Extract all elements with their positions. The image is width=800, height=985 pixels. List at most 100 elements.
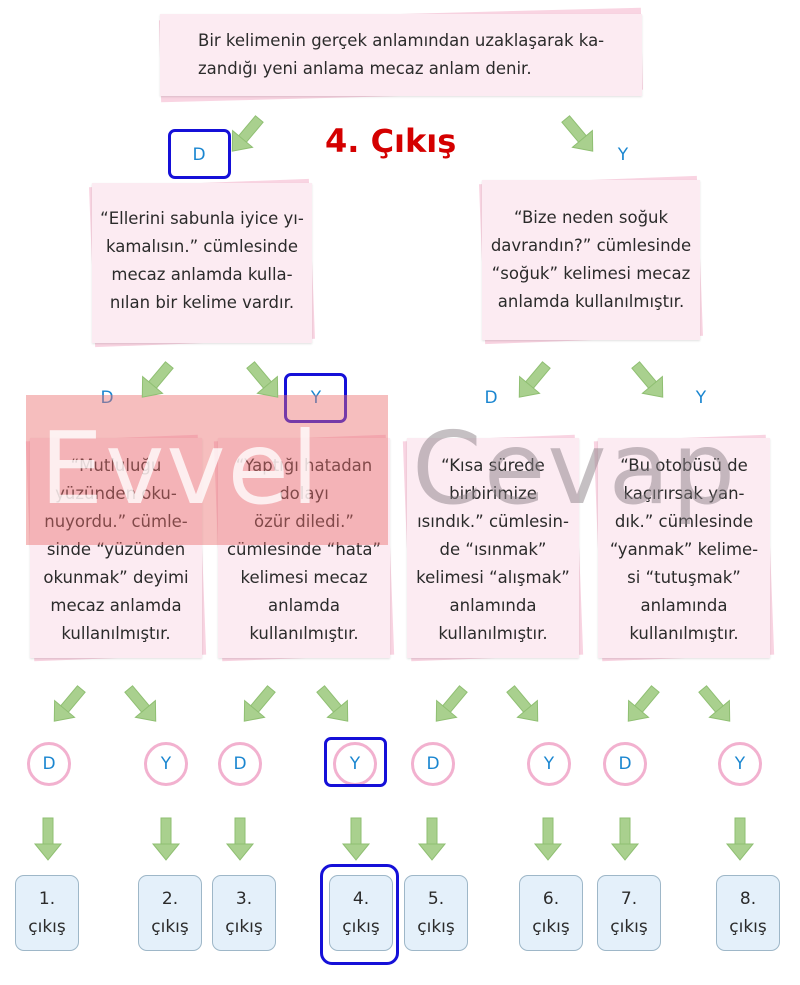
level2-card-1: “Mutluluğu yüzünden oku- nuyordu.” cümle… <box>25 434 207 662</box>
watermark-right: Cevap <box>412 410 738 527</box>
exit-label: çıkış <box>417 917 455 937</box>
answer-circle-5: D <box>411 742 455 786</box>
level1-label-d: D <box>192 145 206 165</box>
card-line: sinde “yüzünden <box>46 540 186 559</box>
arrow-down-icon <box>726 817 754 861</box>
card-line: si “tutuşmak” <box>627 568 741 587</box>
exit-box-1: 1. çıkış <box>15 875 79 951</box>
card-line: “Bu otobüsü de <box>620 456 748 475</box>
answer-circle-3: D <box>218 742 262 786</box>
arrow-down-icon <box>226 817 254 861</box>
arrow-down-icon <box>152 817 180 861</box>
card-line: “yanmak” kelime- <box>609 540 759 559</box>
exit-number: 5. <box>427 889 445 909</box>
card-line: nuyordu.” cümle- <box>44 512 188 531</box>
card-line: kullanılmıştır. <box>438 624 548 643</box>
arrow-icon <box>617 680 666 731</box>
level2-label-3: D <box>484 388 498 408</box>
exit-label: çıkış <box>225 917 263 937</box>
card-line: kelimesi mecaz <box>240 568 368 587</box>
watermark-band <box>26 395 388 545</box>
card-line: özür diledi.” <box>254 512 354 531</box>
level1-label-y: Y <box>617 145 629 165</box>
card-line: de “ısınmak” <box>439 540 547 559</box>
arrow-icon <box>425 680 474 731</box>
definition-line-2: zandığı yeni anlama mecaz anlam denir. <box>198 59 532 78</box>
page-title: 4. Çıkış <box>325 122 457 160</box>
card-line: yüzünden oku- <box>55 484 177 503</box>
arrow-down-icon <box>611 817 639 861</box>
exit-label: çıkış <box>342 917 380 937</box>
card-line: anlamında <box>449 596 537 615</box>
exit-number: 8. <box>739 889 757 909</box>
exit-label: çıkış <box>729 917 767 937</box>
exit-label: çıkış <box>28 917 66 937</box>
arrow-icon <box>310 680 359 731</box>
exit-number: 1. <box>38 889 56 909</box>
exit-box-4: 4. çıkış <box>329 875 393 951</box>
level2-card-3: “Kısa sürede birbirimize ısındık.” cümle… <box>402 434 584 662</box>
arrow-icon <box>500 680 549 731</box>
arrow-icon <box>692 680 741 731</box>
exit-box-6: 6. çıkış <box>519 875 583 951</box>
answer-circle-7: D <box>603 742 647 786</box>
level2-card-4: “Bu otobüsü de kaçırırsak yan- dık.” cüm… <box>593 434 775 662</box>
exit-number: 4. <box>352 889 370 909</box>
arrow-down-icon <box>418 817 446 861</box>
highlight-box-level1-d <box>168 129 231 179</box>
level2-label-1: D <box>100 388 114 408</box>
answer-circle-1: D <box>27 742 71 786</box>
card-line: anlamında <box>640 596 728 615</box>
card-line: mecaz anlamda <box>50 596 182 615</box>
answer-circle-8: Y <box>718 742 762 786</box>
card-line: davrandın?” cümlesinde <box>490 236 692 255</box>
arrow-icon <box>43 680 92 731</box>
arrow-icon <box>233 680 282 731</box>
exit-box-8: 8. çıkış <box>716 875 780 951</box>
level2-label-2: Y <box>310 388 322 408</box>
card-line: kaçırırsak yan- <box>623 484 745 503</box>
level2-label-4: Y <box>695 388 707 408</box>
level2-card-2: “Yaptığı hatadan dolayı özür diledi.” cü… <box>213 434 395 662</box>
level1-right-card: “Bize neden soğuk davrandın?” cümlesinde… <box>479 175 703 345</box>
answer-circle-4: Y <box>333 742 377 786</box>
card-line: “Kısa sürede <box>441 456 545 475</box>
exit-number: 7. <box>620 889 638 909</box>
card-line: “Bize neden soğuk <box>513 208 669 227</box>
exit-number: 3. <box>235 889 253 909</box>
card-line: kelimesi “alışmak” <box>416 568 570 587</box>
card-line: kamalısın.” cümlesinde <box>105 237 298 256</box>
highlight-box-exit-4 <box>320 864 399 965</box>
card-line: mecaz anlamda kulla- <box>111 265 293 284</box>
exit-label: çıkış <box>151 917 189 937</box>
exit-number: 6. <box>542 889 560 909</box>
card-line: dolayı <box>279 484 329 503</box>
card-line: nılan bir kelime vardır. <box>109 293 295 312</box>
arrow-icon <box>625 356 674 407</box>
answer-circle-2: Y <box>144 742 188 786</box>
arrow-icon <box>118 680 167 731</box>
exit-label: çıkış <box>532 917 570 937</box>
exit-box-5: 5. çıkış <box>404 875 468 951</box>
exit-label: çıkış <box>610 917 648 937</box>
exit-box-2: 2. çıkış <box>138 875 202 951</box>
card-line: cümlesinde “hata” <box>226 540 382 559</box>
arrow-down-icon <box>534 817 562 861</box>
exit-number: 2. <box>161 889 179 909</box>
definition-card: Bir kelimenin gerçek anlamından uzaklaşa… <box>159 7 643 103</box>
exit-box-7: 7. çıkış <box>597 875 661 951</box>
card-line: “soğuk” kelimesi mecaz <box>491 264 691 283</box>
definition-line-1: Bir kelimenin gerçek anlamından uzaklaşa… <box>198 31 605 50</box>
card-line: ısındık.” cümlesin- <box>417 512 569 531</box>
card-line: anlamda <box>268 596 340 615</box>
card-line: birbirimize <box>449 484 537 503</box>
answer-circle-6: Y <box>527 742 571 786</box>
card-line: “Ellerini sabunla iyice yı- <box>100 209 304 228</box>
arrow-down-icon <box>34 817 62 861</box>
card-line: kullanılmıştır. <box>629 624 739 643</box>
arrow-icon <box>555 110 604 161</box>
watermark-left: Evvel <box>40 410 321 527</box>
exit-box-3: 3. çıkış <box>212 875 276 951</box>
card-line: anlamda kullanılmıştır. <box>497 292 685 311</box>
card-line: kullanılmıştır. <box>61 624 171 643</box>
